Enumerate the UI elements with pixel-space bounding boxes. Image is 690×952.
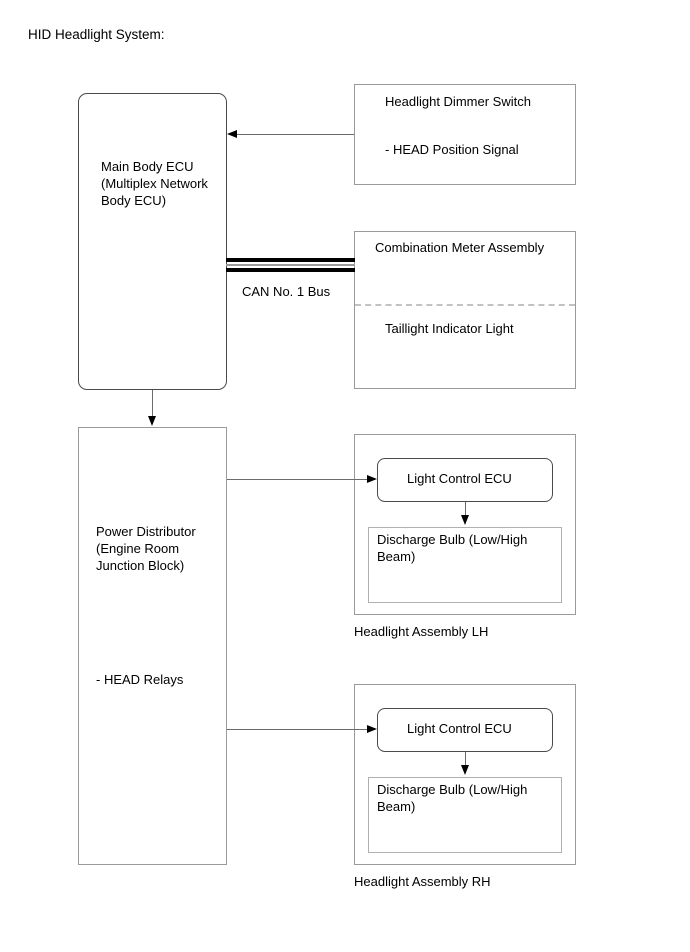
block-discharge-bulb-rh[interactable] <box>368 777 562 853</box>
block-combination-meter-assembly[interactable] <box>354 231 576 389</box>
taillight-indicator-label: Taillight Indicator Light <box>385 321 514 336</box>
connector-lcecu-to-bulb-lh <box>465 502 466 517</box>
can-bus-rail-bottom <box>226 268 355 272</box>
connector-dimmer-to-ecu <box>237 134 354 135</box>
block-power-distributor[interactable] <box>78 427 227 865</box>
arrowhead-dimmer-to-ecu <box>227 130 237 138</box>
headlight-assembly-rh-caption: Headlight Assembly RH <box>354 874 491 889</box>
combination-meter-divider <box>355 304 575 306</box>
can-bus-core <box>226 264 355 266</box>
block-light-control-ecu-rh[interactable] <box>377 708 553 752</box>
arrowhead-lcecu-to-bulb-rh <box>461 765 469 775</box>
light-control-ecu-lh-label: Light Control ECU <box>407 471 512 486</box>
combination-meter-title: Combination Meter Assembly <box>375 240 545 255</box>
discharge-bulb-lh-label: Discharge Bulb (Low/High Beam) <box>377 532 528 564</box>
can-bus-rail-top <box>226 258 355 262</box>
main-body-ecu-label: Main Body ECU (Multiplex Network Body EC… <box>101 159 208 208</box>
headlight-dimmer-switch-title: Headlight Dimmer Switch <box>385 94 531 109</box>
connector-ecu-to-power-distributor <box>152 390 153 418</box>
arrowhead-ecu-to-power-distributor <box>148 416 156 426</box>
connector-power-to-lcecu-rh <box>227 729 367 730</box>
headlight-dimmer-switch-signal: - HEAD Position Signal <box>385 142 519 157</box>
block-main-body-ecu[interactable] <box>78 93 227 390</box>
can-bus-label: CAN No. 1 Bus <box>242 284 331 299</box>
headlight-assembly-lh-caption: Headlight Assembly LH <box>354 624 489 639</box>
connector-lcecu-to-bulb-rh <box>465 752 466 767</box>
page-title: HID Headlight System: <box>28 27 165 42</box>
arrowhead-lcecu-to-bulb-lh <box>461 515 469 525</box>
arrowhead-power-to-lcecu-lh <box>367 475 377 483</box>
block-headlight-dimmer-switch[interactable] <box>354 84 576 185</box>
block-discharge-bulb-lh[interactable] <box>368 527 562 603</box>
arrowhead-power-to-lcecu-rh <box>367 725 377 733</box>
block-light-control-ecu-lh[interactable] <box>377 458 553 502</box>
power-distributor-relays: - HEAD Relays <box>96 672 184 687</box>
connector-power-to-lcecu-lh <box>227 479 367 480</box>
can-bus-line <box>226 258 355 272</box>
light-control-ecu-rh-label: Light Control ECU <box>407 721 512 736</box>
discharge-bulb-rh-label: Discharge Bulb (Low/High Beam) <box>377 782 528 814</box>
power-distributor-label: Power Distributor (Engine Room Junction … <box>96 524 196 573</box>
